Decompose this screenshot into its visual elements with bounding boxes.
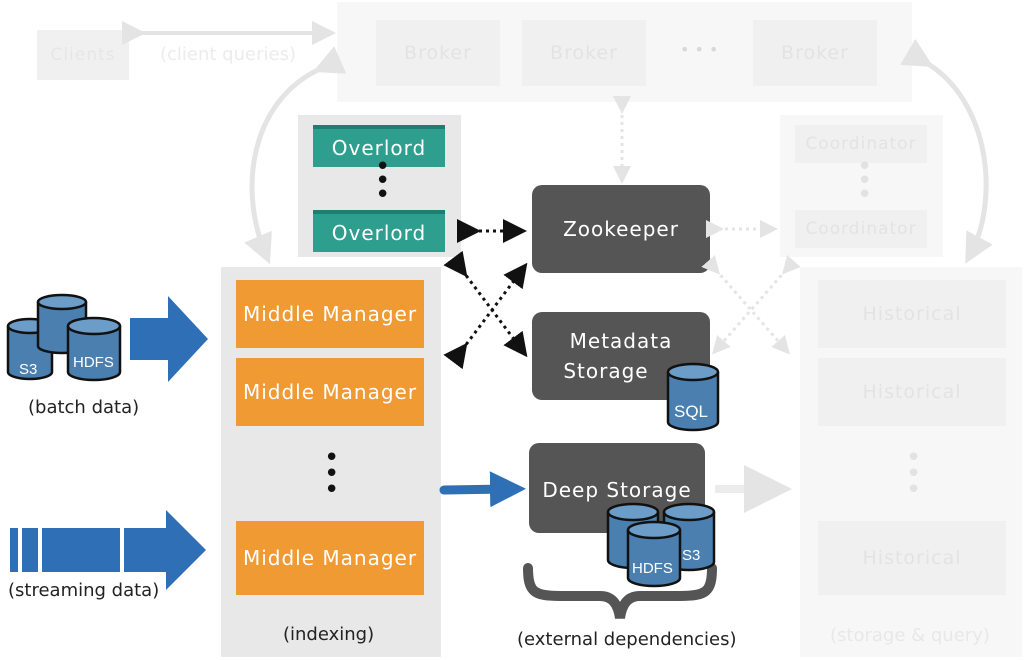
broker-label-3: Broker: [781, 42, 849, 64]
broker-label-2: Broker: [550, 42, 618, 64]
broker-box-1: Broker: [376, 20, 500, 86]
indexing-caption: (indexing): [283, 624, 375, 645]
overlord-label-1: Overlord: [331, 136, 427, 160]
zookeeper-label: Zookeeper: [563, 217, 679, 241]
historical-label-1: Historical: [862, 303, 962, 325]
deep-storage-label: Deep Storage: [542, 478, 692, 502]
historical-label-2: Historical: [862, 381, 962, 403]
middle-manager-box-2: Middle Manager: [236, 358, 424, 426]
broker-historical-arc: [900, 38, 993, 264]
metadata-storage-label-2: Storage: [563, 359, 649, 383]
streaming-data-caption: (streaming data): [8, 580, 160, 601]
streaming-data-arrow: [10, 510, 206, 590]
middle-manager-box-1: Middle Manager: [236, 280, 424, 348]
historical-box-2: Historical: [818, 358, 1006, 426]
historical-box-1: Historical: [818, 280, 1006, 348]
coordinator-label-2: Coordinator: [805, 219, 917, 239]
external-dependencies-brace: [523, 563, 717, 619]
batch-s3-label: S3: [19, 361, 37, 378]
indexing-metadata-arrow: [443, 250, 528, 358]
clients-label: Clients: [50, 45, 116, 65]
deep-storage-s3-label: S3: [682, 547, 700, 564]
overlord-ellipsis: •••: [375, 152, 391, 210]
deep-storage-hdfs-cylinder: [626, 520, 682, 588]
broker-box-3: Broker: [753, 20, 877, 86]
storage-caption: (storage & query): [830, 625, 990, 646]
historical-label-3: Historical: [862, 547, 962, 569]
broker-label-1: Broker: [404, 42, 472, 64]
batch-data-caption: (batch data): [28, 397, 140, 418]
batch-data-arrow: [130, 296, 208, 382]
indexing-deep-storage-arrow: [439, 471, 526, 508]
middle-manager-ellipsis: •••: [324, 443, 340, 505]
external-dependencies-caption: (external dependencies): [517, 629, 737, 650]
historical-ellipsis: •••: [906, 443, 922, 505]
broker-indexing-arc: [244, 46, 347, 265]
middle-manager-label-2: Middle Manager: [242, 380, 418, 404]
broker-box-2: Broker: [522, 20, 646, 86]
sql-label: SQL: [674, 402, 708, 421]
batch-hdfs-label: HDFS: [73, 354, 114, 371]
middle-manager-label-1: Middle Manager: [242, 302, 418, 326]
coordinator-ellipsis: •••: [857, 152, 873, 210]
broker-ellipsis: • • •: [680, 40, 719, 59]
deep-storage-hdfs-label: HDFS: [632, 560, 673, 577]
sql-cylinder: [666, 362, 720, 432]
batch-hdfs-cylinder: [66, 316, 122, 382]
overlord-label-2: Overlord: [331, 221, 427, 245]
clients-box: Clients: [37, 30, 129, 80]
coordinator-label-1: Coordinator: [805, 134, 917, 154]
historical-box-3: Historical: [818, 521, 1006, 595]
zookeeper-box: Zookeeper: [532, 185, 710, 273]
middle-manager-label-3: Middle Manager: [242, 546, 418, 570]
metadata-storage-label-1: Metadata: [569, 329, 673, 353]
middle-manager-box-3: Middle Manager: [236, 521, 424, 595]
